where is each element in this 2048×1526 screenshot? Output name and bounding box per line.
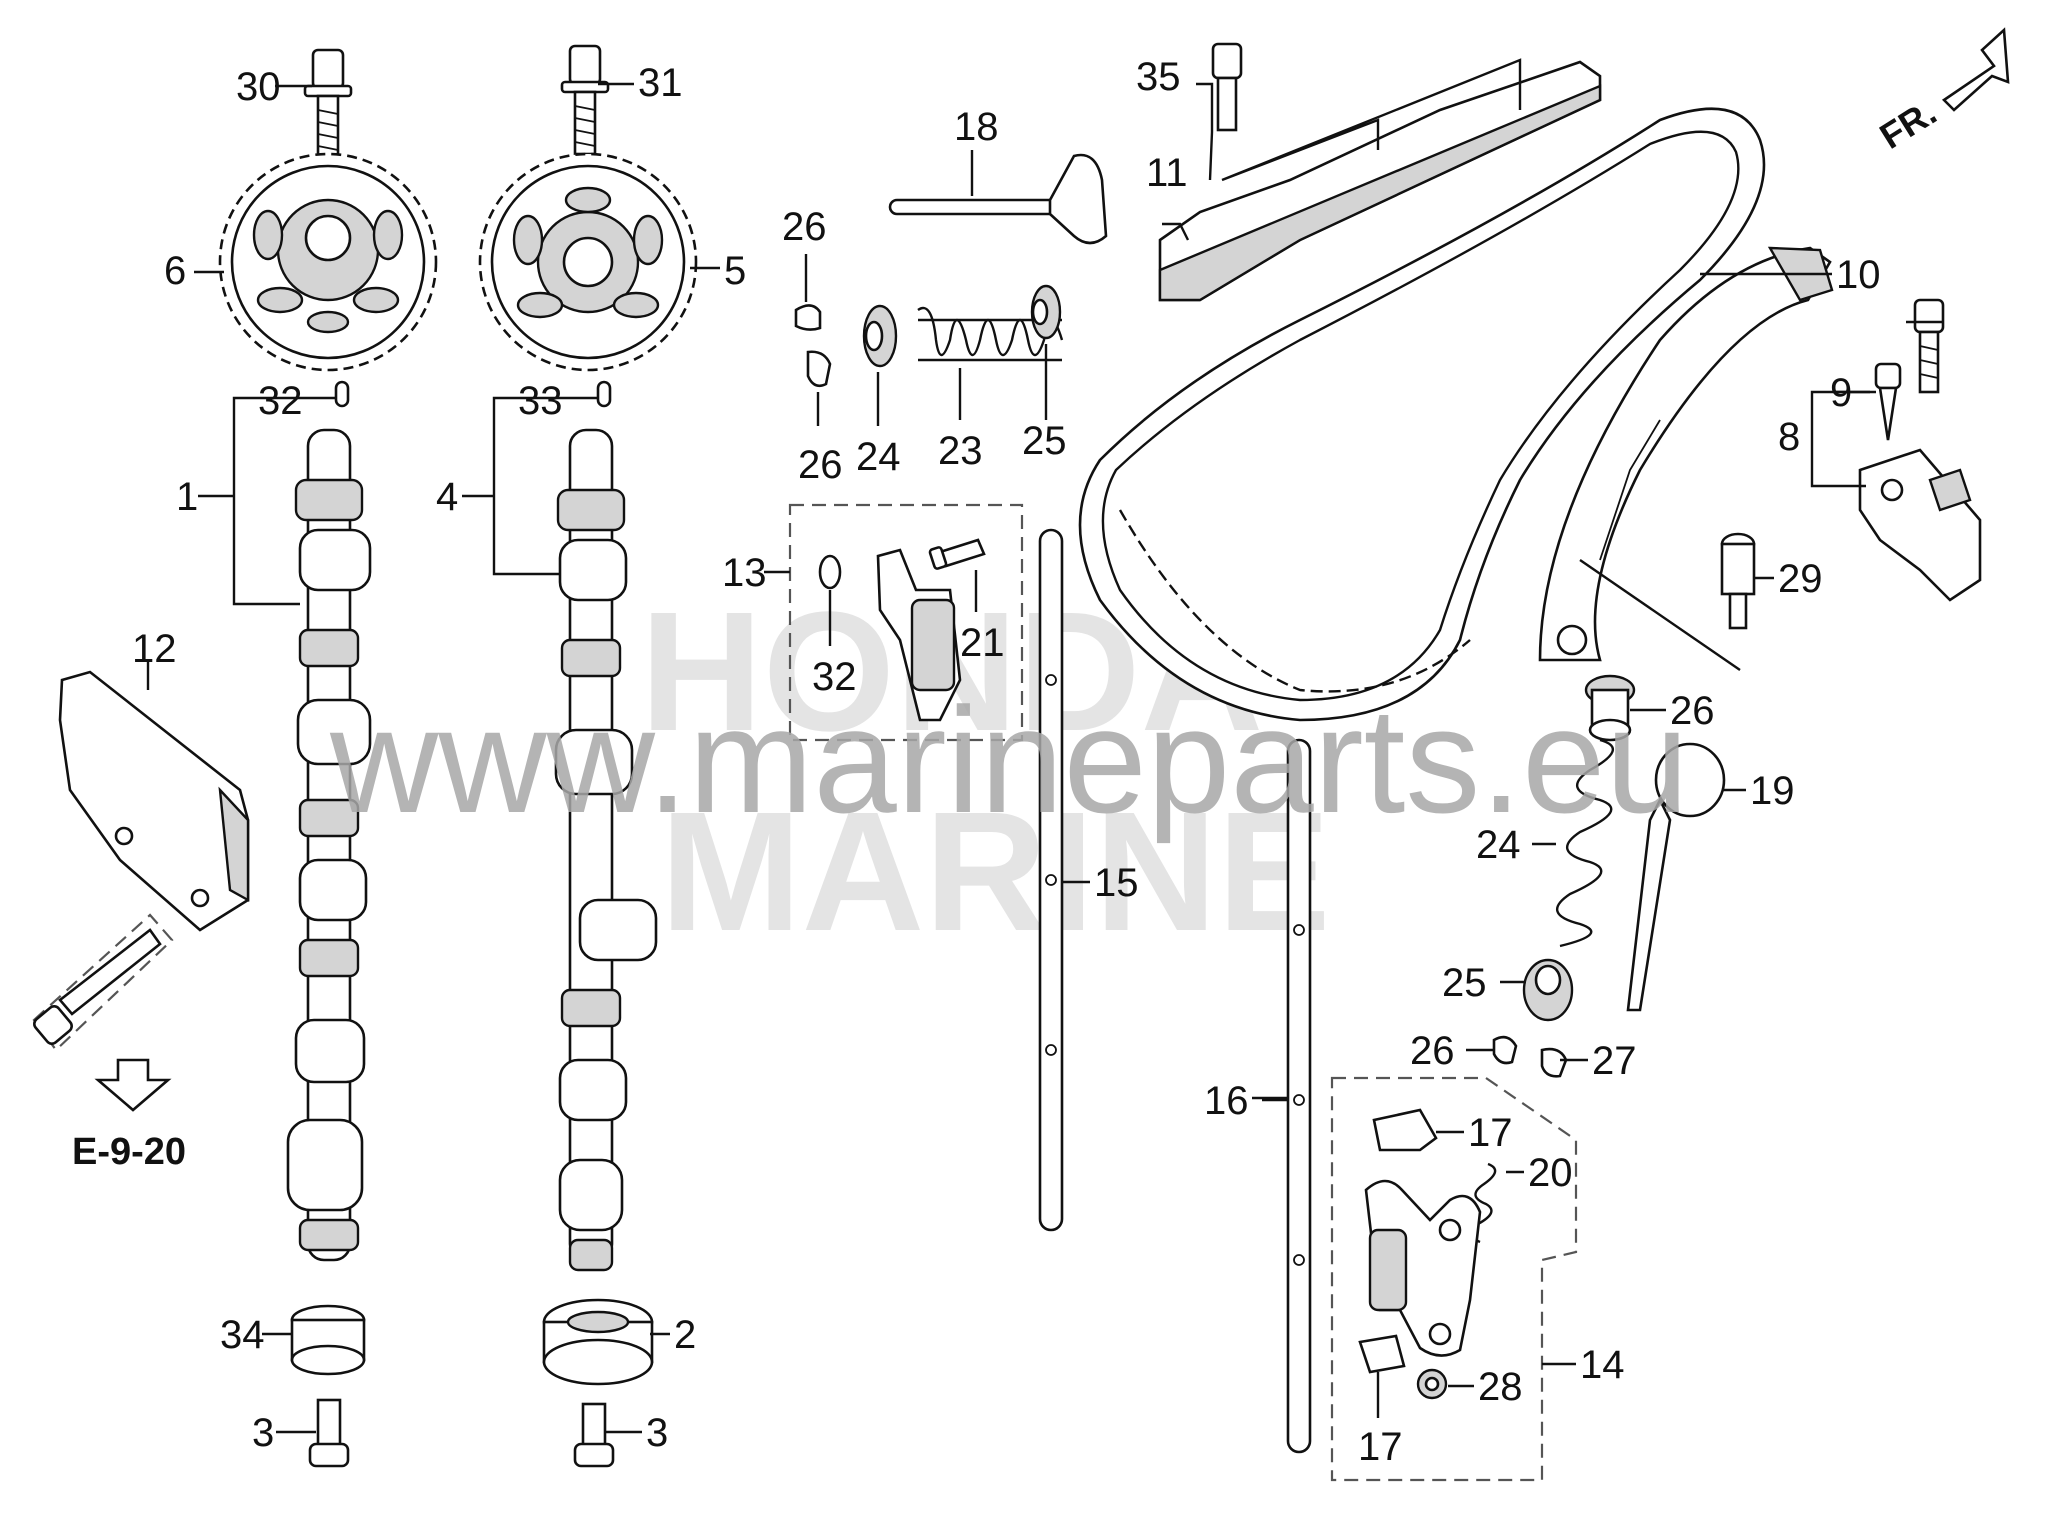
callout-9: 9 [1830, 371, 1852, 415]
rocker-arm-13 [876, 548, 962, 722]
callout-17a: 17 [1468, 1111, 1513, 1155]
callout-12: 12 [132, 627, 177, 671]
camshaft-1 [286, 428, 372, 1262]
dashed-box-14 [1330, 1076, 1578, 1482]
callout-3a: 3 [252, 1411, 274, 1455]
dowel-pin-32b [596, 380, 612, 408]
front-arrow [1941, 27, 2010, 112]
cotter-26a [794, 304, 822, 331]
callout-31: 32 [812, 655, 857, 699]
bolt-29 [560, 44, 610, 156]
callout-26a: 26 [782, 205, 827, 249]
callout-26b: 26 [798, 443, 843, 487]
cotter-26b [806, 350, 832, 388]
callout-19: 19 [1750, 769, 1795, 813]
callout-14: 14 [1580, 1343, 1625, 1387]
callout-15: 15 [1094, 861, 1139, 905]
bolt-35 [1913, 298, 1945, 394]
tensioner-8 [1858, 448, 1982, 602]
callout-25b: 26 [1670, 689, 1715, 733]
dashed-box-13 [788, 503, 1024, 742]
callout-26c: 26 [1410, 1029, 1455, 1073]
watermark-url: www.marineparts.eu [329, 676, 1689, 844]
callout-13: 13 [722, 551, 767, 595]
cam-sprocket-5 [478, 152, 698, 372]
callout-5: 5 [724, 249, 746, 293]
callout-17b: 17 [1358, 1425, 1403, 1469]
screw-21 [928, 538, 986, 570]
callout-28: 30 [236, 65, 281, 109]
callout-32a: 32 [258, 379, 303, 423]
callout-25a: 25 [1022, 419, 1067, 463]
pivot-bolt-27 [1720, 532, 1756, 630]
leader-lines [146, 58, 1944, 1434]
clip-17b [1358, 1334, 1406, 1374]
callout-1: 1 [176, 475, 198, 519]
bolt-28 [303, 48, 353, 160]
valve-19 [1626, 742, 1726, 1012]
retainer-24b [1522, 958, 1574, 1022]
callout-16: 16 [1204, 1079, 1249, 1123]
callout-21: 21 [960, 621, 1005, 665]
seat-25b [1584, 674, 1636, 742]
valve-18 [888, 153, 1108, 245]
callout-29: 31 [638, 61, 683, 105]
clip-17a [1372, 1108, 1438, 1152]
chain-guide-12 [58, 670, 250, 932]
callout-22: 23 [938, 429, 983, 473]
rocker-shaft-15 [1038, 528, 1064, 1232]
cam-sprocket-6 [218, 152, 438, 372]
callout-3b: 3 [646, 1411, 668, 1455]
rocker-arm-14 [1364, 1179, 1482, 1357]
callout-11: 11 [1146, 151, 1188, 195]
callout-27: 29 [1778, 557, 1823, 601]
callout-10: 10 [1836, 253, 1881, 297]
callout-2: 2 [674, 1313, 696, 1357]
callout-18: 18 [954, 105, 999, 149]
reference-e-9-20: E-9-20 [72, 1131, 186, 1173]
nut-30 [1416, 1368, 1448, 1400]
spring-23 [1556, 738, 1614, 948]
timing-chain [1078, 107, 1766, 722]
holder-2 [542, 1298, 654, 1386]
bolt-34 [1211, 42, 1243, 132]
callout-24b: 25 [1442, 961, 1487, 1005]
callout-26d: 27 [1592, 1039, 1637, 1083]
callout-23: 24 [1476, 823, 1521, 867]
callout-6: 6 [164, 249, 186, 293]
camshaft-4 [554, 428, 658, 1272]
bolt-3b [573, 1402, 615, 1468]
callout-24a: 24 [856, 435, 901, 479]
callout-34: 35 [1136, 55, 1181, 99]
callout-30: 28 [1478, 1365, 1523, 1409]
callout-20: 20 [1528, 1151, 1573, 1195]
callout-8: 8 [1778, 415, 1800, 459]
cotter-26d [1540, 1047, 1568, 1078]
front-label: FR. [1873, 91, 1944, 157]
rocker-shaft-16 [1286, 738, 1312, 1454]
dowel-pin-32a [334, 380, 350, 408]
callout-32b: 33 [518, 379, 563, 423]
tensioner-arm-10 [1538, 246, 1834, 662]
bolt-9 [1874, 362, 1902, 441]
bolt-dashed-group [32, 913, 174, 1052]
washer-31 [818, 554, 842, 590]
callout-4: 4 [436, 475, 458, 519]
seal-33 [290, 1304, 366, 1376]
retainer-24a [862, 304, 898, 368]
reference-arrow [94, 1058, 172, 1112]
cotter-26c [1492, 1035, 1518, 1065]
watermark-sub: MARINE [660, 777, 1331, 967]
chain-guide-11 [1158, 60, 1602, 302]
seat-25a [1030, 284, 1062, 340]
bolt-3a [308, 1398, 350, 1468]
callout-33: 34 [220, 1313, 265, 1357]
